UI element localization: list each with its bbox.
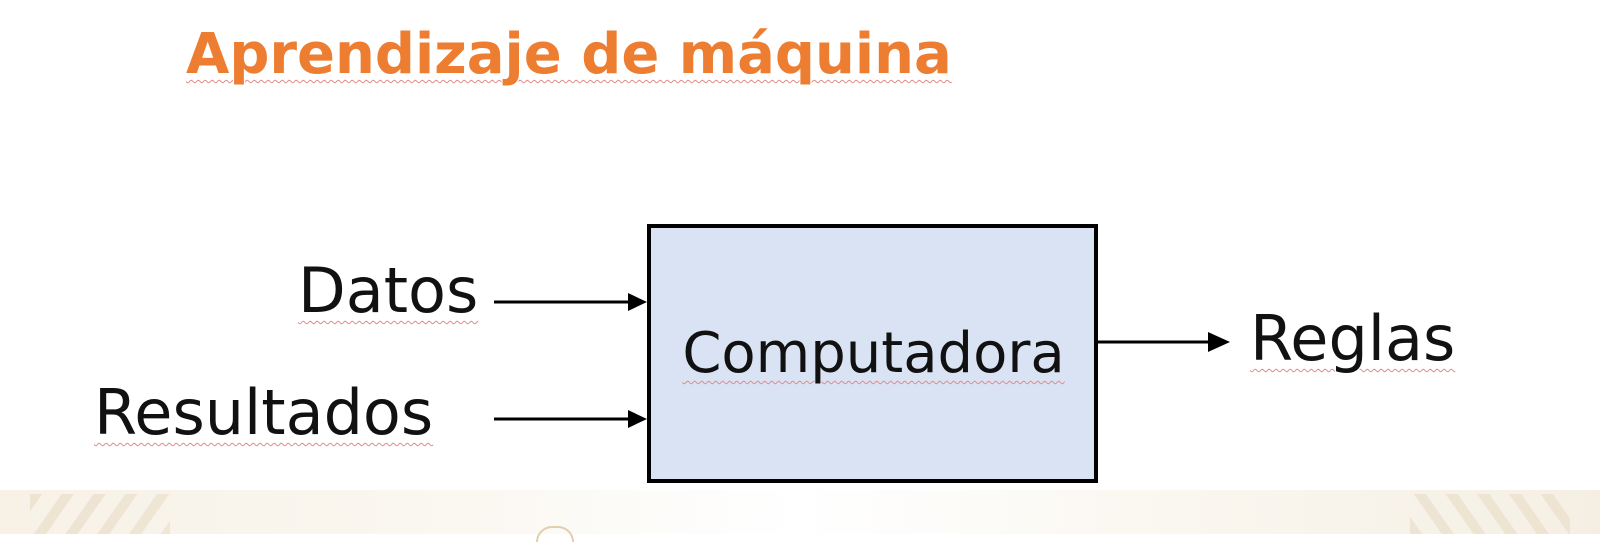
- input-label-datos: Datos: [298, 254, 479, 327]
- computer-box-label: Computadora: [682, 321, 1065, 386]
- footer-decoration: [0, 490, 1600, 534]
- output-label-reglas: Reglas: [1250, 302, 1456, 375]
- input-label-resultados: Resultados: [94, 376, 434, 449]
- arrow-resultados-to-box: [494, 410, 647, 428]
- arrow-datos-to-box: [494, 293, 647, 311]
- slide-title: Aprendizaje de máquina: [186, 22, 952, 87]
- computer-box: [647, 224, 1098, 483]
- arrow-box-to-reglas: [1098, 332, 1230, 352]
